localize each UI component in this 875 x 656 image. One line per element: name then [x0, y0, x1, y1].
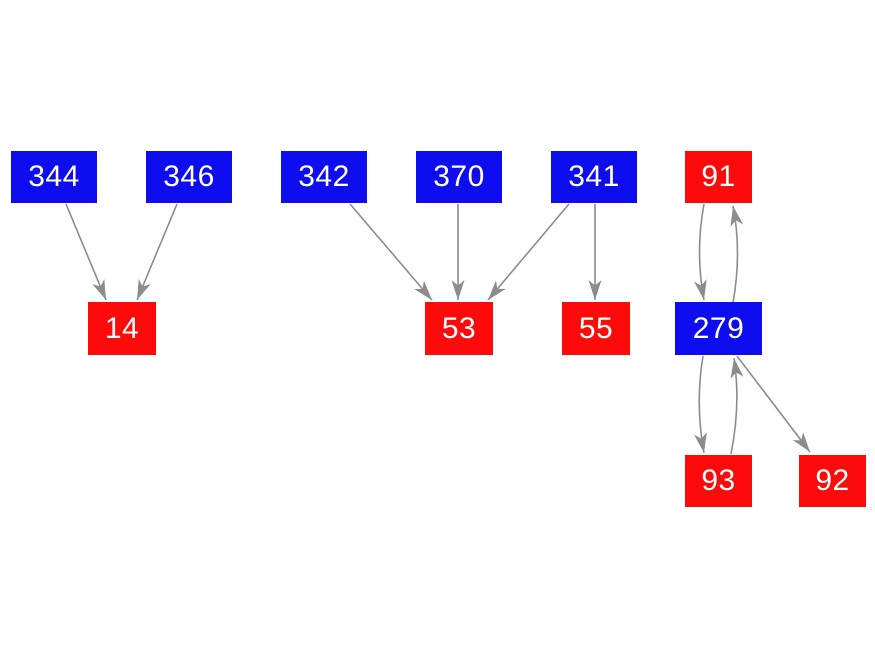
node-label: 279	[692, 311, 745, 345]
node-344: 344	[11, 151, 97, 203]
node-93: 93	[685, 455, 752, 507]
node-14: 14	[88, 302, 156, 355]
node-label: 92	[815, 464, 850, 497]
edge-346-14	[136, 203, 178, 301]
edge-279-91	[730, 205, 744, 304]
node-92: 92	[799, 455, 866, 507]
node-label: 91	[701, 160, 736, 193]
node-label: 342	[298, 160, 350, 193]
edge-91-279	[693, 203, 707, 301]
node-370: 370	[416, 151, 502, 203]
node-label: 346	[163, 160, 215, 193]
edge-344-14	[65, 203, 107, 301]
node-346: 346	[146, 151, 232, 203]
node-label: 370	[433, 160, 485, 193]
node-342: 342	[281, 151, 367, 203]
node-label: 14	[104, 311, 140, 345]
node-279: 279	[675, 302, 762, 355]
edge-341-53	[487, 203, 570, 301]
node-53: 53	[425, 302, 493, 355]
node-label: 341	[568, 160, 620, 193]
node-341: 341	[551, 151, 637, 203]
node-label: 53	[441, 311, 477, 345]
node-91: 91	[685, 151, 752, 203]
node-55: 55	[562, 302, 630, 355]
edge-279-93	[693, 355, 707, 454]
node-label: 344	[28, 160, 80, 193]
edge-93-279	[730, 357, 744, 455]
edge-342-53	[349, 203, 433, 301]
node-label: 55	[578, 311, 614, 345]
edge-279-92	[736, 355, 811, 453]
node-label: 93	[701, 464, 736, 497]
